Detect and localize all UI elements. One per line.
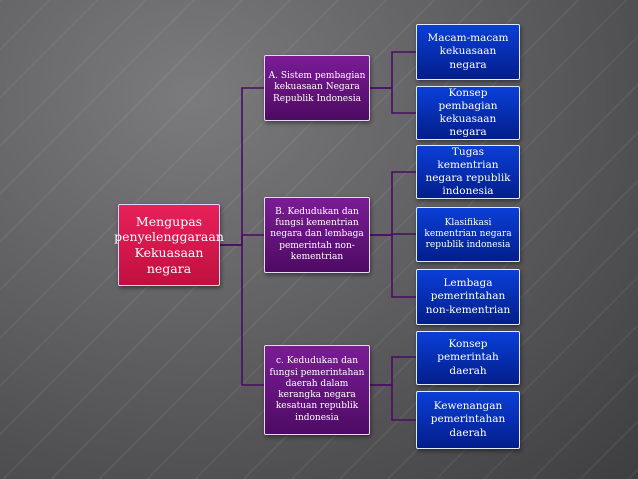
leaf-node-c-2-label: Kewenangan pemerintahan daerah — [430, 400, 506, 439]
leaf-node-c-1-label: Konsep pemerintah daerah — [437, 338, 499, 377]
leaf-node-a-1-label: Macam-macam kekuasaan negara — [427, 32, 509, 71]
leaf-node-b-1: Tugas kementrian negara republik indones… — [416, 145, 520, 199]
leaf-node-a-2-label: Konsep pembagian kekuasaan negara — [438, 86, 498, 139]
branch-node-a: A. Sistem pembagian kekuasaan Negara Rep… — [264, 55, 370, 121]
branch-node-b-label: B. Kedudukan dan fungsi kementrian negar… — [270, 206, 364, 262]
connector-c-to-leaf-2 — [370, 384, 416, 421]
root-node-label: Mengupas penyelenggaraan Kekuasaan negar… — [114, 213, 224, 276]
leaf-node-c-1: Konsep pemerintah daerah — [416, 331, 520, 385]
connector-a-to-leaf-2 — [370, 87, 416, 114]
connector-root-to-b — [220, 234, 264, 246]
connector-root-to-c — [220, 244, 264, 386]
branch-node-c-label: c. Kedudukan dan fungsi pemerintahan dae… — [269, 356, 365, 423]
leaf-node-b-3-label: Lembaga pemerintahan non-kementrian — [425, 277, 511, 316]
branch-node-b: B. Kedudukan dan fungsi kementrian negar… — [264, 197, 370, 273]
leaf-node-c-2: Kewenangan pemerintahan daerah — [416, 391, 520, 449]
leaf-node-a-2: Konsep pembagian kekuasaan negara — [416, 86, 520, 140]
connector-b-to-leaf-3 — [370, 234, 416, 298]
leaf-node-b-1-label: Tugas kementrian negara republik indones… — [425, 145, 511, 198]
leaf-node-b-2: Klasifikasi kementrian negara republik i… — [416, 207, 520, 262]
connector-b-to-leaf-1 — [370, 171, 416, 236]
leaf-node-b-2-label: Klasifikasi kementrian negara republik i… — [424, 217, 512, 251]
connector-a-to-leaf-1 — [370, 51, 416, 89]
connector-c-to-leaf-1 — [370, 356, 416, 386]
branch-node-a-label: A. Sistem pembagian kekuasaan Negara Rep… — [268, 71, 366, 104]
connector-root-to-a — [220, 87, 264, 246]
branch-node-c: c. Kedudukan dan fungsi pemerintahan dae… — [264, 345, 370, 435]
leaf-node-a-1: Macam-macam kekuasaan negara — [416, 24, 520, 80]
leaf-node-b-3: Lembaga pemerintahan non-kementrian — [416, 269, 520, 325]
root-node: Mengupas penyelenggaraan Kekuasaan negar… — [114, 204, 224, 286]
